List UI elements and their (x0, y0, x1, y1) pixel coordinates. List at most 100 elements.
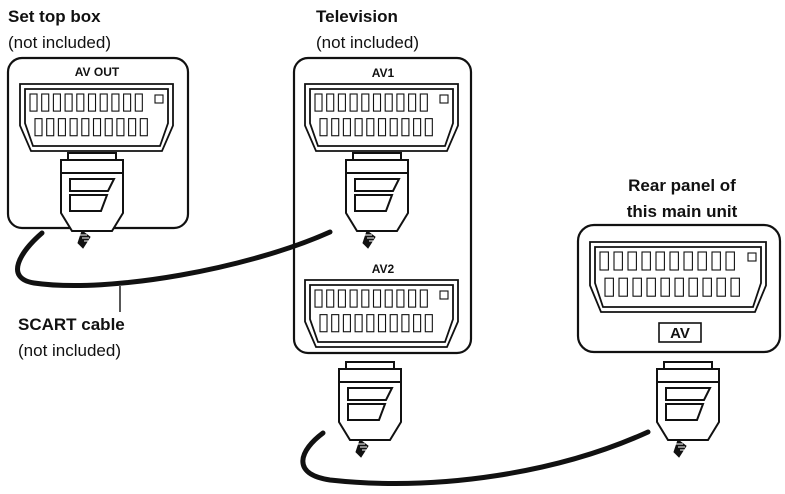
scart-plug-av2 (338, 361, 402, 458)
scart-key (154, 94, 164, 104)
scart-pin-bottom (34, 118, 43, 137)
plug-recess-lower (69, 194, 109, 212)
scart-pin-bottom (646, 277, 656, 297)
av-out-port-label: AV OUT (75, 65, 120, 79)
scart-pin-bottom (92, 118, 102, 137)
plug-recess-lower (354, 194, 394, 212)
scart-pin-top (326, 289, 335, 308)
scart-pin-bottom (413, 314, 422, 333)
scart-pin-top (384, 93, 393, 112)
av2-port-label: AV2 (372, 262, 395, 276)
scart-pin-top (669, 251, 679, 271)
scart-pin-top (29, 93, 38, 112)
plug-band (345, 159, 409, 174)
scart-pin-bottom (366, 314, 375, 333)
scart-pin-top (41, 93, 50, 112)
scart-pin-bottom (389, 314, 398, 333)
scart-pin-bottom (401, 118, 410, 137)
scart-pin-bottom (128, 118, 137, 137)
av1-port-label: AV1 (372, 66, 395, 80)
scart-pin-top (627, 251, 637, 271)
scart-pin-top (372, 289, 382, 308)
scart-pin-bottom (366, 118, 375, 137)
scart-pin-bottom (57, 118, 66, 137)
scart-pin-bottom (331, 118, 340, 137)
scart-pin-top (361, 289, 370, 308)
scart-pin-top (76, 93, 85, 112)
plug-band (338, 368, 402, 383)
av-port-label: AV (670, 325, 690, 342)
plug-recess-upper (69, 178, 116, 192)
scart-cable-sublabel: (not included) (18, 341, 121, 360)
scart-pin-top (99, 93, 108, 112)
scart-pin-bottom (688, 277, 698, 297)
television-title: Television (316, 7, 398, 26)
scart-pin-bottom (69, 118, 78, 137)
scart-pin-bottom (104, 118, 113, 137)
scart-plug-set-top-box (60, 152, 124, 249)
scart-pin-top (134, 93, 143, 112)
scart-pin-top (396, 93, 405, 112)
scart-pin-bottom (730, 277, 740, 297)
scart-pin-top (599, 251, 609, 271)
scart-pin-top (372, 93, 382, 112)
scart-pin-bottom (660, 277, 670, 297)
scart-pin-bottom (716, 277, 726, 297)
scart-pin-top (52, 93, 61, 112)
scart-pin-top (326, 93, 335, 112)
plug-collar (352, 152, 402, 161)
main-unit-scart-socket (589, 241, 767, 313)
scart-pin-top (384, 289, 393, 308)
scart-pin-bottom (354, 314, 363, 333)
scart-pin-bottom (424, 118, 433, 137)
scart-pin-bottom (632, 277, 642, 297)
scart-pin-bottom (604, 277, 614, 297)
scart-pin-bottom (319, 314, 328, 333)
scart-key (747, 252, 757, 262)
scart-pin-bottom (116, 118, 125, 137)
scart-cable-upper (15, 229, 333, 289)
scart-pin-top (725, 251, 735, 271)
plug-collar (67, 152, 117, 161)
scart-pin-top (613, 251, 623, 271)
scart-pin-top (87, 93, 97, 112)
scart-key (439, 94, 449, 104)
plug-recess-lower (665, 403, 705, 421)
scart-pin-top (419, 289, 428, 308)
set-top-box-subtitle: (not included) (8, 33, 111, 52)
scart-plug-av1 (345, 152, 409, 249)
scart-pin-bottom (377, 314, 387, 333)
scart-pin-bottom (618, 277, 628, 297)
plug-neck (77, 230, 91, 249)
scart-pin-top (408, 93, 417, 112)
plug-neck (673, 439, 687, 458)
scart-pin-bottom (674, 277, 684, 297)
scart-pin-top (683, 251, 693, 271)
scart-pin-bottom (377, 118, 387, 137)
scart-plug-main-unit (656, 361, 720, 458)
scart-pin-top (655, 251, 665, 271)
scart-pin-bottom (342, 118, 351, 137)
scart-pin-top (337, 289, 346, 308)
scart-pin-bottom (319, 118, 328, 137)
scart-pin-top (396, 289, 405, 308)
av1-scart-socket (304, 83, 459, 152)
scart-pin-bottom (331, 314, 340, 333)
scart-pin-top (419, 93, 428, 112)
scart-key (439, 290, 449, 300)
scart-pin-top (314, 93, 323, 112)
plug-recess-upper (347, 387, 394, 401)
plug-recess-lower (347, 403, 387, 421)
scart-pin-bottom (81, 118, 90, 137)
scart-pin-bottom (342, 314, 351, 333)
scart-pin-top (349, 289, 358, 308)
plug-recess-upper (665, 387, 712, 401)
plug-neck (355, 439, 369, 458)
scart-pin-bottom (139, 118, 148, 137)
scart-pin-top (111, 93, 120, 112)
av2-scart-socket (304, 279, 459, 348)
scart-cable-label: SCART cable (18, 315, 125, 334)
plug-collar (345, 361, 395, 370)
scart-pin-bottom (424, 314, 433, 333)
scart-pin-top (697, 251, 707, 271)
